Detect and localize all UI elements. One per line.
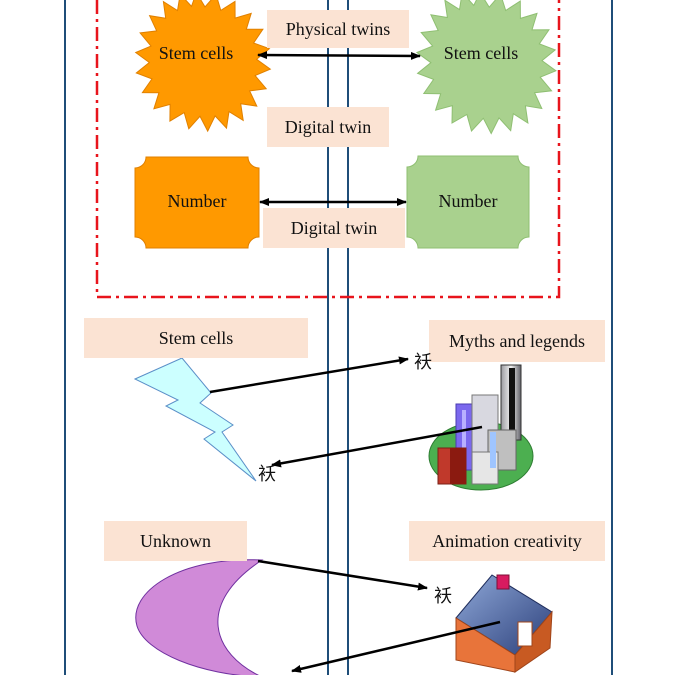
house-icon [455, 574, 553, 673]
glyph-near-city: 袄 [414, 352, 432, 373]
arrow-city-to-lightning [271, 425, 483, 468]
center-line-right [347, 0, 349, 675]
right-number-box [406, 155, 530, 249]
stem-cells-label: Stem cells [84, 318, 308, 358]
lightning-icon [133, 357, 257, 482]
right-star-label: Stem cells [443, 42, 519, 63]
right-box-label: Number [438, 190, 498, 211]
city-buildings-icon [428, 364, 534, 491]
left-box-label: Number [167, 190, 227, 211]
left-number-box [134, 156, 260, 249]
center-line-left [327, 0, 329, 675]
unknown-label: Unknown [104, 521, 247, 561]
arrow-crescent-to-house [257, 559, 428, 591]
arrow-lightning-to-city [209, 356, 409, 394]
left-star-shape [134, 0, 272, 133]
right-star-shape [415, 0, 557, 135]
physical-twins-arrow [257, 51, 421, 60]
right-border-line [611, 0, 613, 675]
glyph-near-house: 袄 [434, 586, 452, 607]
animation-creativity-label: Animation creativity [409, 521, 605, 561]
dashed-frame [95, 0, 561, 299]
left-border-line [64, 0, 66, 675]
left-star-label: Stem cells [158, 42, 234, 63]
arrow-house-to-crescent [291, 620, 501, 673]
digital-twin-mid-label: Digital twin [267, 107, 389, 147]
crescent-moon-icon [135, 559, 264, 675]
glyph-near-lightning: 袄 [258, 464, 276, 485]
myths-legends-label: Myths and legends [429, 320, 605, 362]
physical-twins-label: Physical twins [267, 10, 409, 48]
digital-twin-bottom-label: Digital twin [263, 208, 405, 248]
